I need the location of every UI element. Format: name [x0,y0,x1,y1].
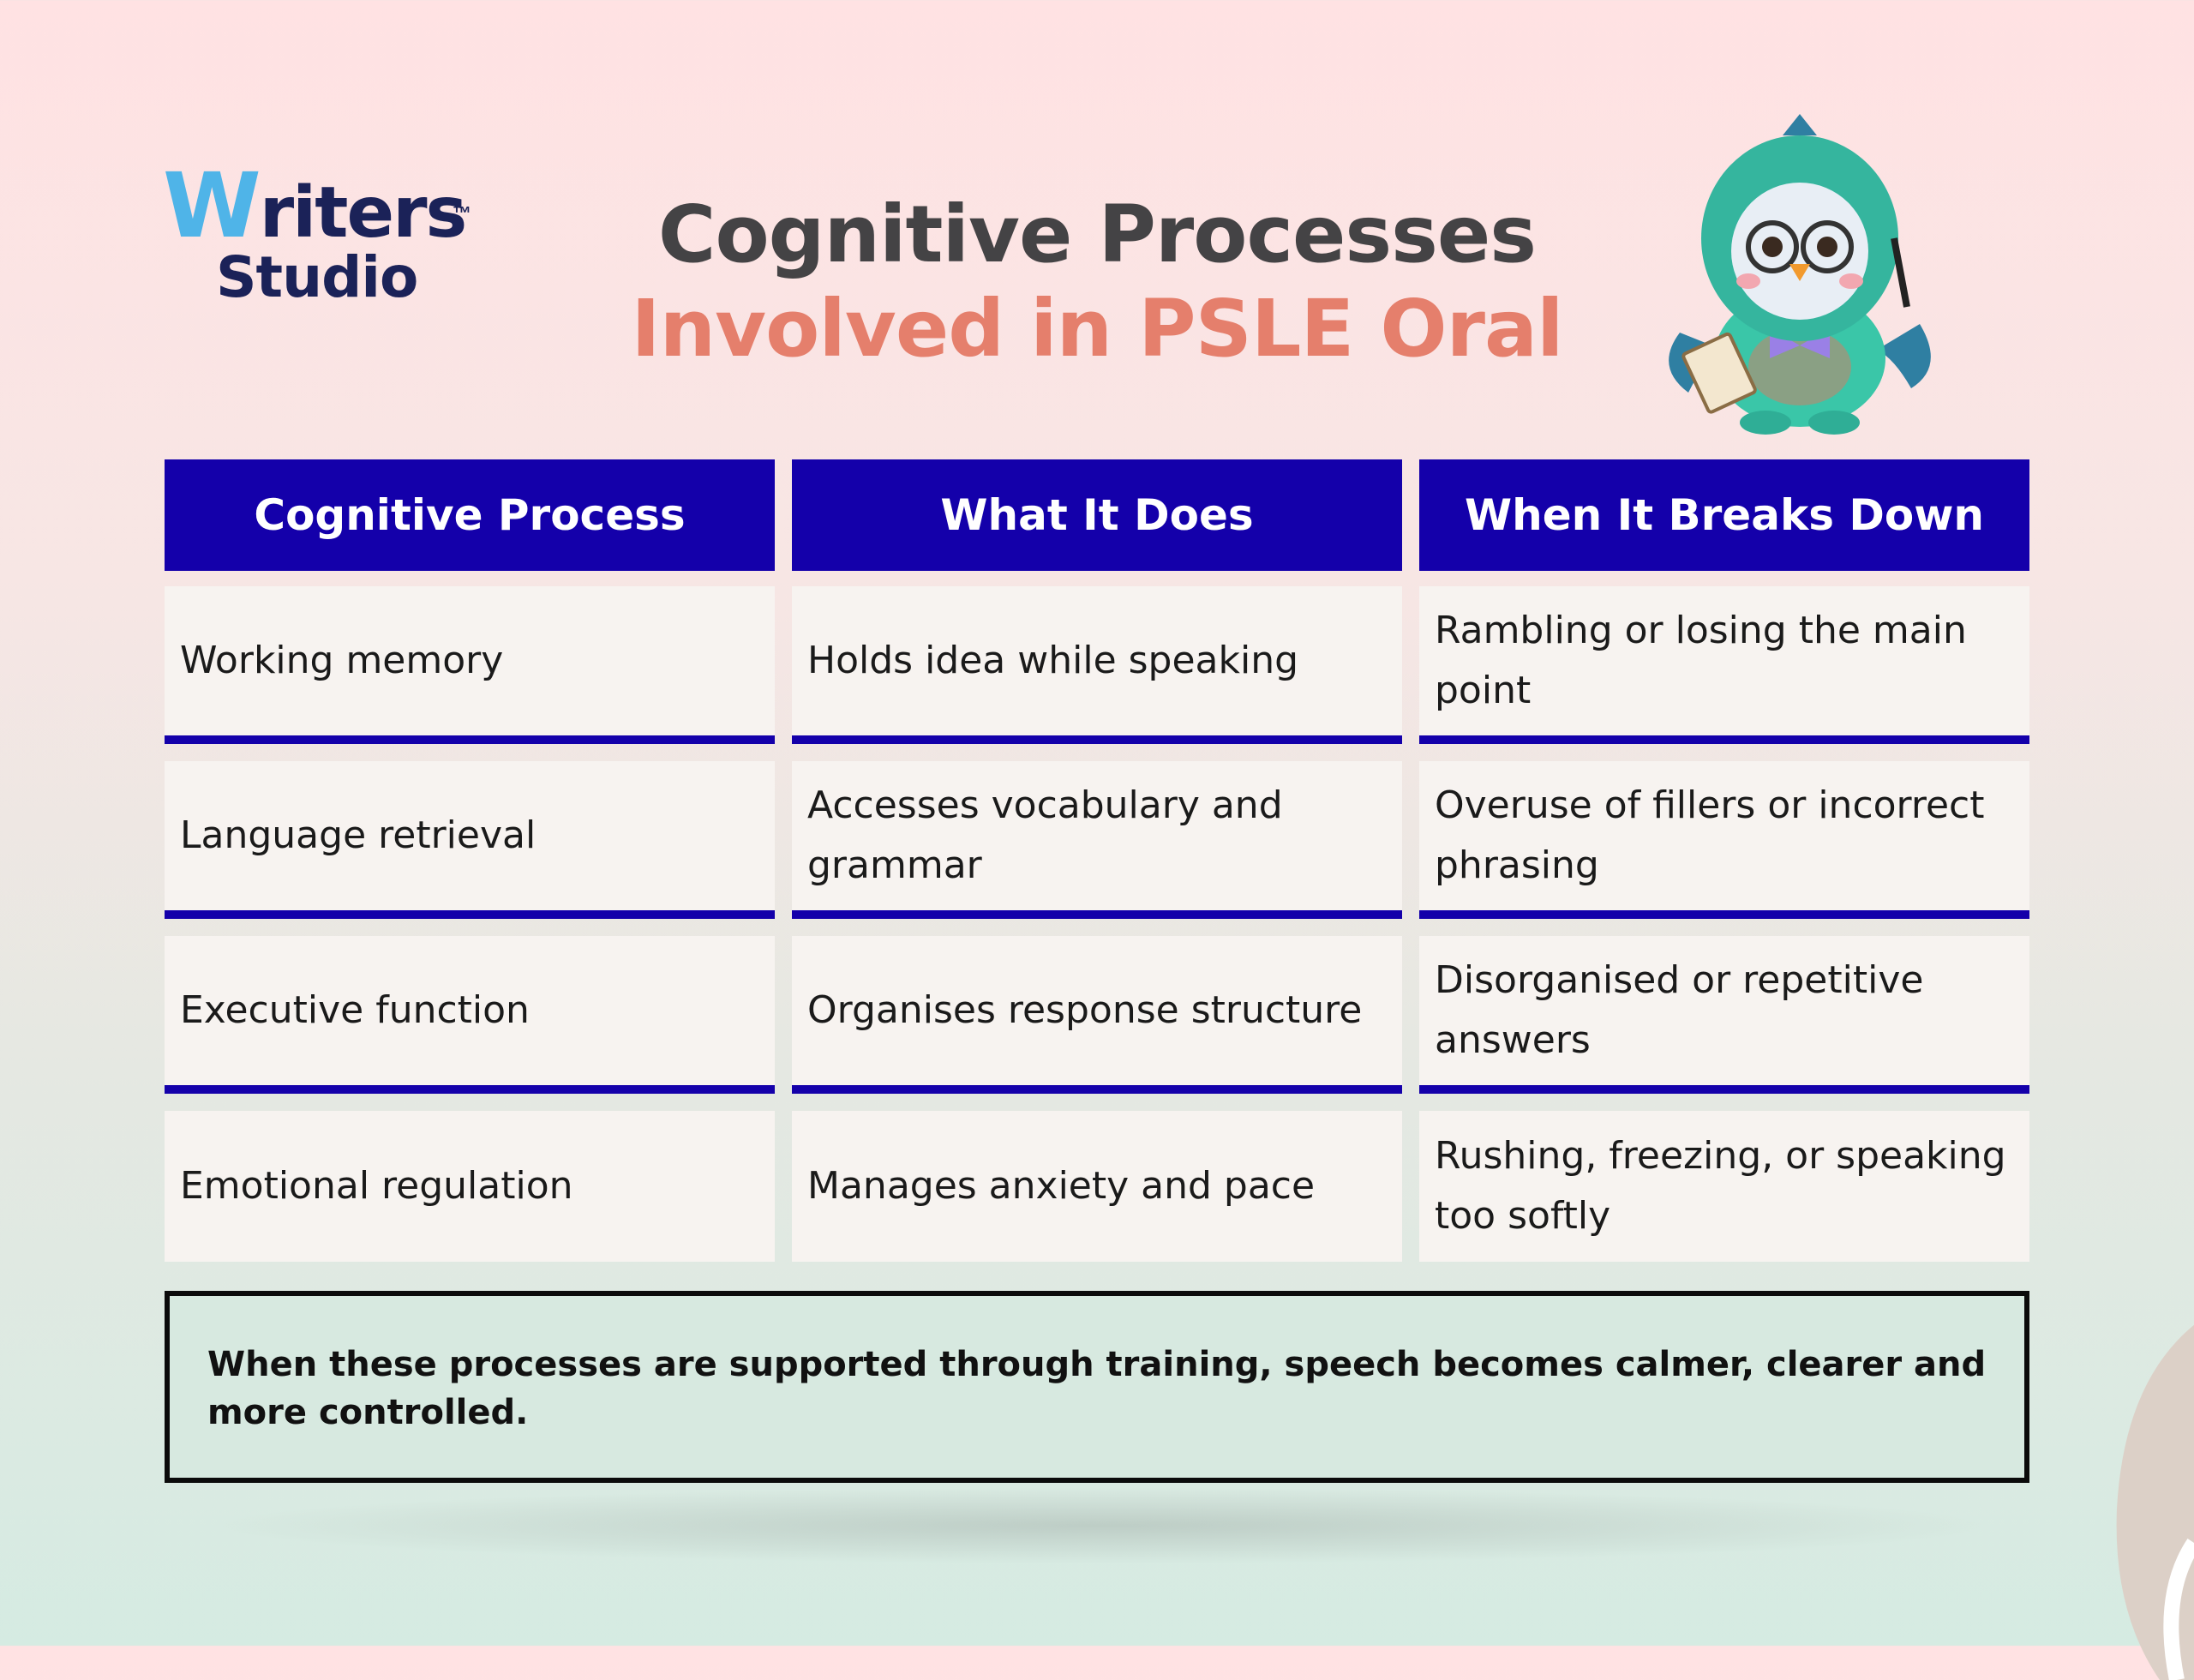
table-cell: Holds idea while speaking [792,586,1402,744]
mascot-icon [1669,114,1931,435]
page-title-line2: Involved in PSLE Oral [631,283,1563,375]
table-cell: Working memory [165,586,775,744]
logo-line1: Writers [163,153,467,258]
table-cell: Overuse of fillers or incorrect phrasing [1419,761,2029,919]
table-cell: Emotional regulation [165,1111,775,1262]
table-cell: Accesses vocabulary and grammar [792,761,1402,919]
table-cell: Language retrieval [165,761,775,919]
table-cell: Executive function [165,936,775,1094]
logo-trademark: ™ [453,202,471,224]
summary-note: When these processes are supported throu… [165,1291,2029,1483]
table-cell: Rushing, freezing, or speaking too softl… [1419,1111,2029,1262]
header-cognitive-process: Cognitive Process [165,459,775,571]
page-title-line1: Cognitive Processes [657,189,1537,280]
table-cell: Rambling or losing the main point [1419,586,2029,744]
writers-studio-logo: Writers ™ Studio [163,161,489,315]
table-cell: Disorganised or repetitive answers [1419,936,2029,1094]
table-cell: Organises response structure [792,936,1402,1094]
table-cell: Manages anxiety and pace [792,1111,1402,1262]
header-when-it-breaks-down: When It Breaks Down [1419,459,2029,571]
corner-decoration [2116,1324,2194,1680]
header-what-it-does: What It Does [792,459,1402,571]
note-shadow [197,1487,2005,1564]
logo-line2: Studio [216,244,418,310]
